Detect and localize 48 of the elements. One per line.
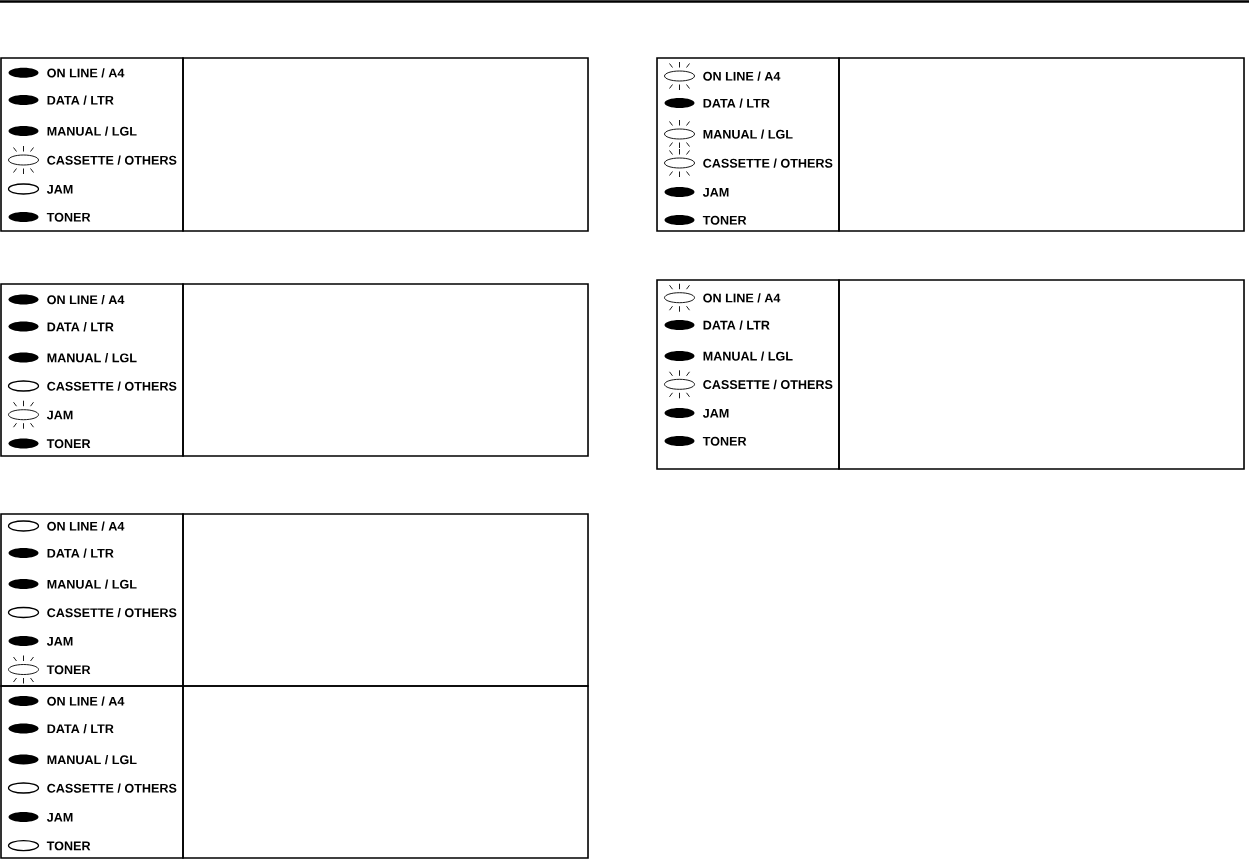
- table-cell: [0, 685, 184, 859]
- indicator-label: DATA / LTR: [47, 548, 114, 558]
- indicator-label: CASSETTE / OTHERS: [47, 155, 177, 165]
- empty-cell: [182, 513, 589, 687]
- indicator-label: MANUAL / LGL: [47, 755, 137, 765]
- indicator-label: CASSETTE / OTHERS: [47, 608, 177, 618]
- indicator-label: CASSETTE / OTHERS: [703, 158, 833, 168]
- table-cell: [0, 513, 184, 687]
- table-cell: [0, 283, 184, 457]
- indicator-label: DATA / LTR: [47, 322, 114, 332]
- indicator-label: TONER: [46, 665, 91, 675]
- indicator-label: DATA / LTR: [703, 320, 770, 330]
- indicator-label: CASSETTE / OTHERS: [47, 381, 177, 391]
- table-cell: [656, 57, 840, 232]
- indicator-label: TONER: [46, 212, 91, 222]
- indicator-label: JAM: [46, 812, 73, 822]
- table-cell: [656, 279, 840, 470]
- indicator-label: ON LINE / A4: [47, 521, 125, 531]
- indicator-label: CASSETTE / OTHERS: [703, 379, 833, 390]
- indicator-label: MANUAL / LGL: [47, 126, 137, 136]
- indicator-label: MANUAL / LGL: [703, 351, 793, 361]
- indicator-label: ON LINE / A4: [47, 295, 125, 305]
- empty-cell: [182, 283, 589, 457]
- indicator-label: JAM: [702, 408, 729, 418]
- indicator-label: DATA / LTR: [47, 95, 114, 105]
- indicator-label: ON LINE / A4: [47, 68, 125, 78]
- indicator-label: JAM: [46, 410, 73, 420]
- empty-cell: [182, 685, 589, 859]
- empty-cell: [838, 57, 1245, 232]
- empty-cell: [838, 279, 1245, 470]
- indicator-label: DATA / LTR: [703, 98, 770, 108]
- indicator-label: ON LINE / A4: [703, 293, 781, 303]
- indicator-label: JAM: [46, 636, 73, 646]
- indicator-label: JAM: [46, 184, 73, 194]
- indicator-label: TONER: [46, 841, 91, 851]
- indicator-label: CASSETTE / OTHERS: [47, 783, 177, 793]
- indicator-label: TONER: [702, 436, 747, 446]
- indicator-label: DATA / LTR: [47, 724, 114, 734]
- table-cell: [0, 57, 184, 232]
- indicator-label: JAM: [702, 187, 729, 197]
- indicator-label: ON LINE / A4: [47, 696, 125, 706]
- indicator-label: MANUAL / LGL: [703, 129, 793, 139]
- indicator-label: TONER: [702, 215, 747, 225]
- indicator-label: TONER: [46, 439, 91, 449]
- indicator-label: MANUAL / LGL: [47, 579, 137, 589]
- indicator-label: ON LINE / A4: [703, 71, 781, 81]
- indicator-label: MANUAL / LGL: [47, 353, 137, 363]
- empty-cell: [182, 57, 589, 232]
